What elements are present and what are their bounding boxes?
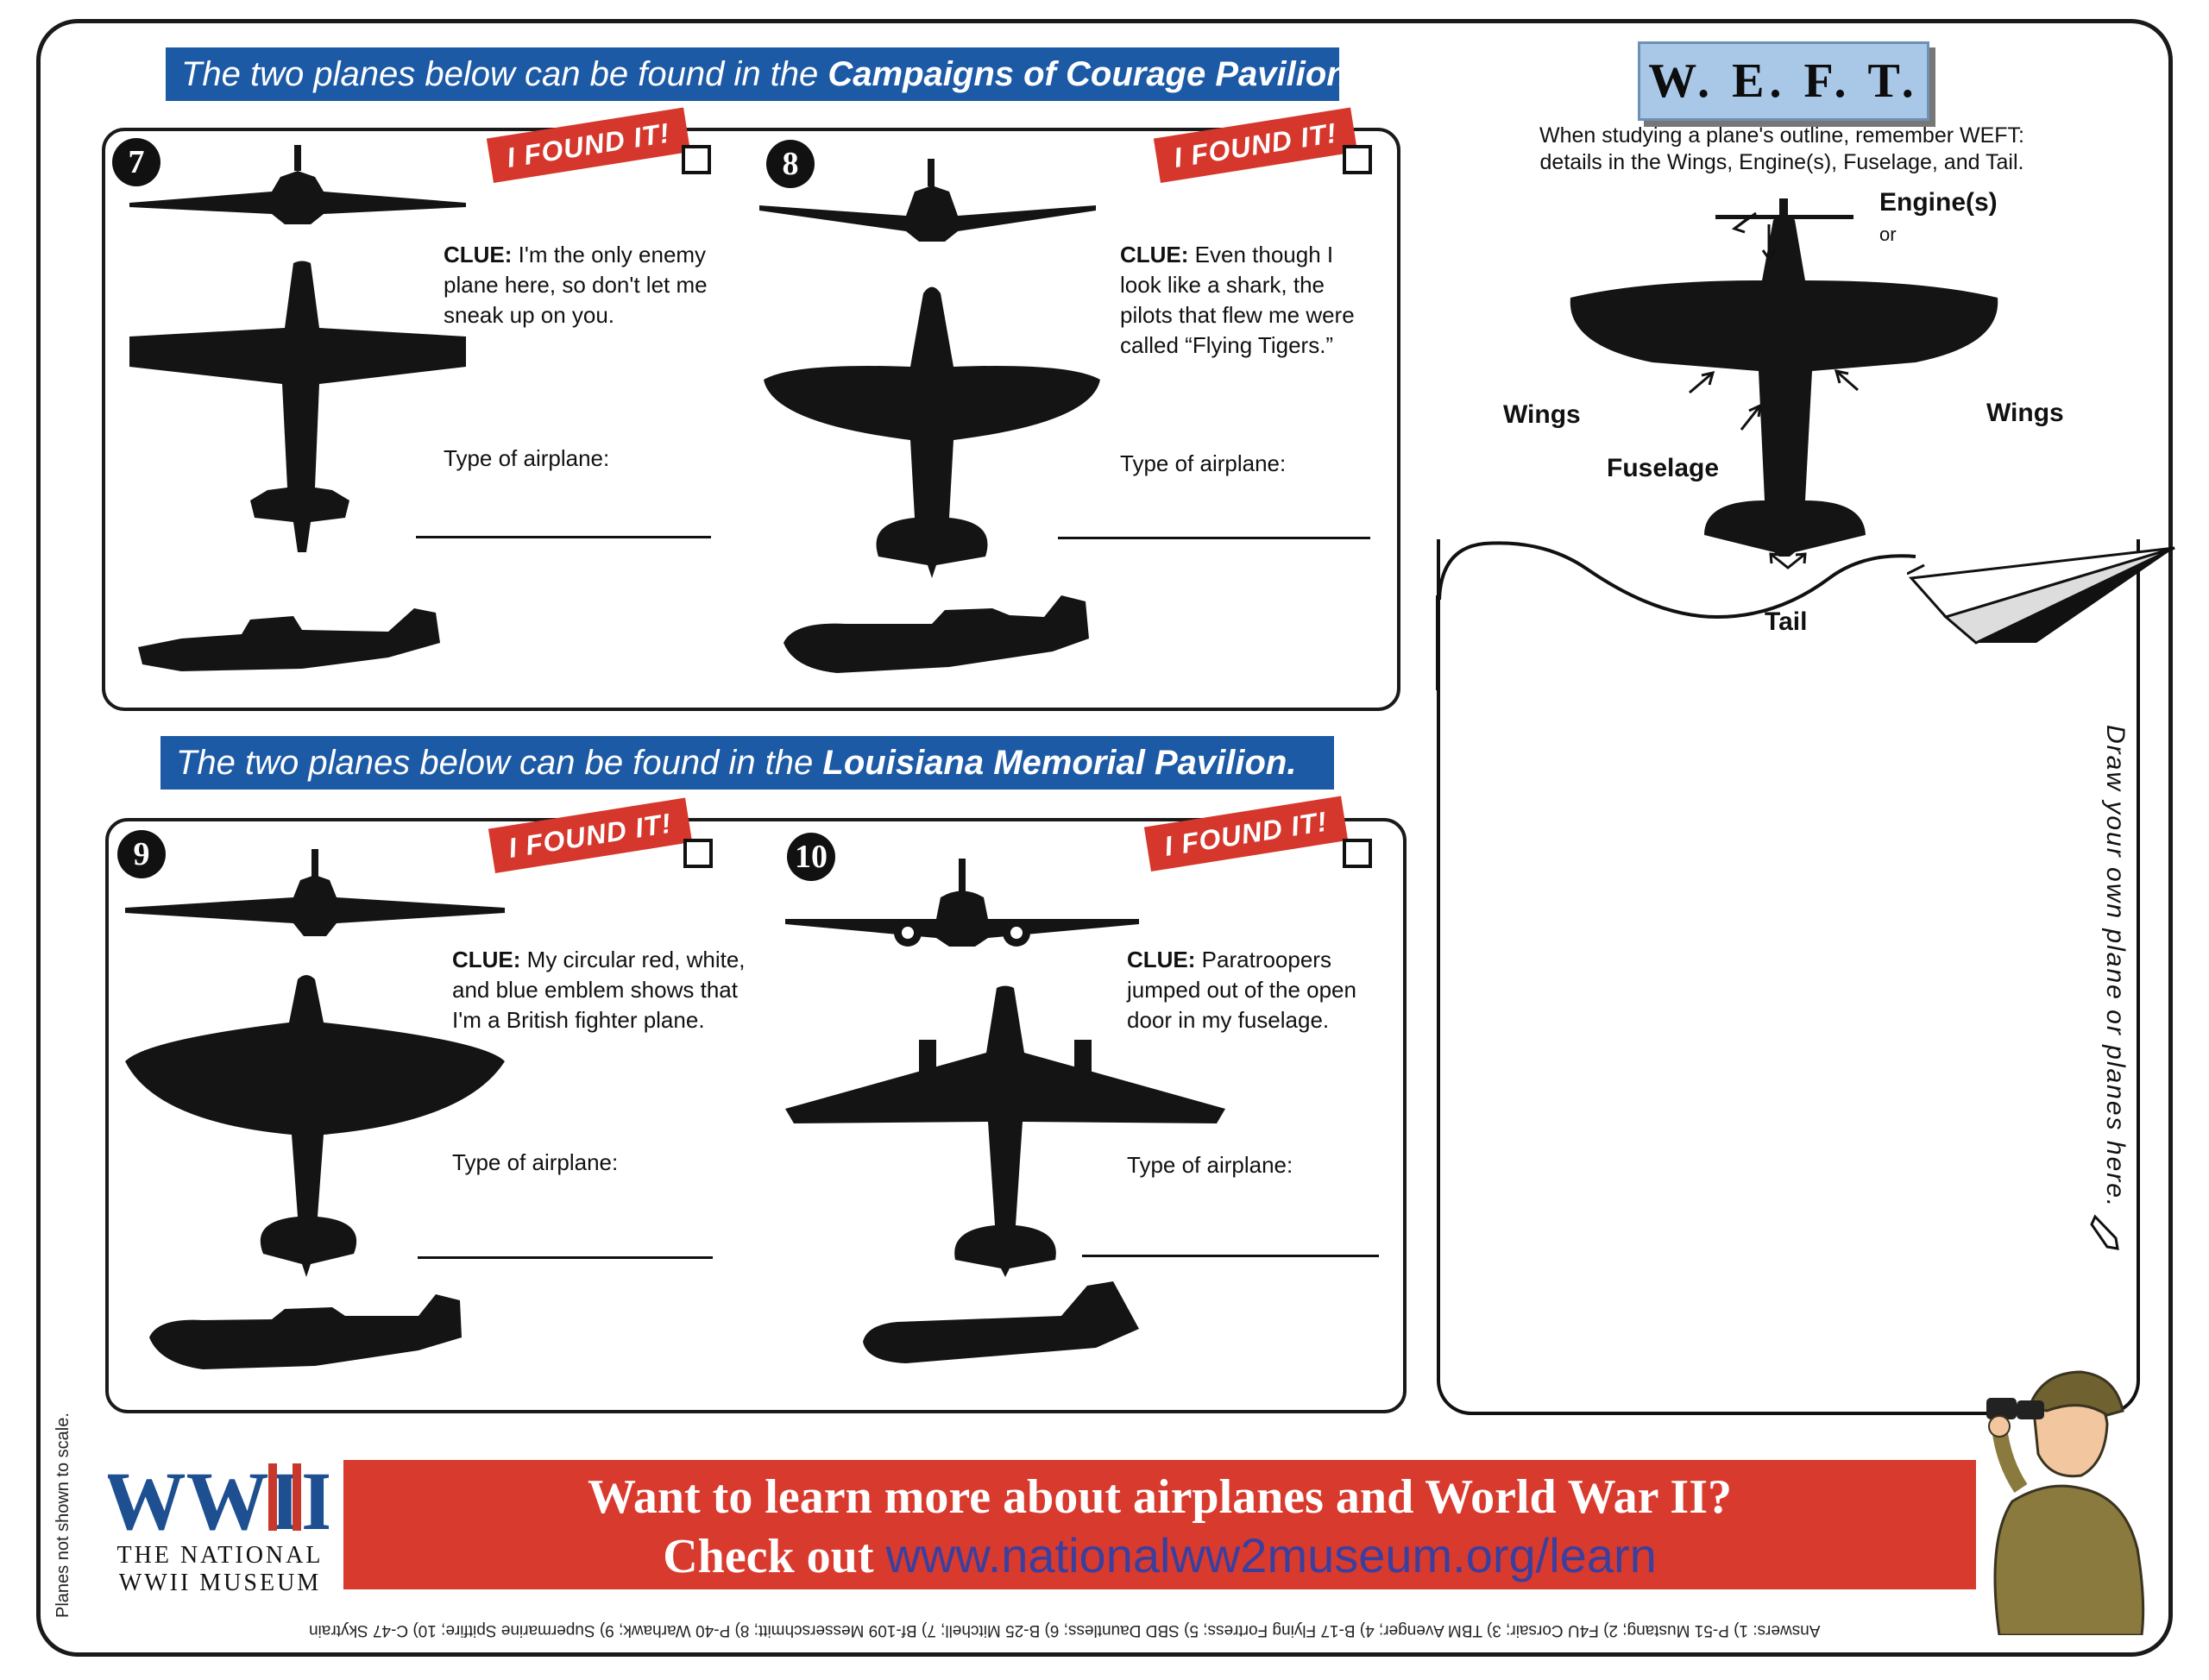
section-banner-campaigns: The two planes below can be found in the…: [166, 47, 1357, 101]
plane-number-8: 8: [766, 140, 815, 188]
weft-diagram-silhouette: [1570, 198, 1998, 557]
plane-8-answer-line[interactable]: [1058, 537, 1370, 539]
footer-line2: Check out www.nationalww2museum.org/lear…: [663, 1528, 1657, 1583]
weft-description: When studying a plane's outline, remembe…: [1539, 123, 2024, 174]
pencil-icon: [2090, 1214, 2119, 1250]
draw-prompt-text: Draw your own plane or planes here.: [2101, 725, 2130, 1209]
plane-8-type-label: Type of airplane:: [1120, 450, 1287, 476]
found-it-checkbox-8[interactable]: [1343, 145, 1372, 174]
weft-diagram-arrows: [1689, 211, 1859, 569]
paper-airplane-icon: [1907, 546, 2175, 645]
plane-9-side-silhouette: [149, 1294, 462, 1369]
museum-learn-link[interactable]: www.nationalww2museum.org/learn: [885, 1528, 1657, 1582]
plane-8-front-silhouette: [759, 159, 1096, 242]
footer-banner: Want to learn more about airplanes and W…: [343, 1460, 1976, 1589]
answer-key-upside-down: Answers: 1) P-51 Mustang; 2) F4U Corsair…: [309, 1621, 1821, 1639]
plane-10-type-label: Type of airplane:: [1127, 1152, 1293, 1178]
plane-9-top-silhouette: [125, 975, 505, 1277]
scale-note: Planes not shown to scale.: [53, 1413, 72, 1618]
plane-number-10: 10: [787, 833, 835, 881]
found-it-checkbox-9[interactable]: [683, 839, 713, 868]
plane-10-front-silhouette: [785, 859, 1139, 947]
footer-line1: Want to learn more about airplanes and W…: [587, 1470, 1733, 1524]
plane-9-type-label: Type of airplane:: [452, 1149, 619, 1175]
plane-10-side-silhouette: [863, 1281, 1139, 1363]
museum-logo: WWII THE NATIONAL WWII MUSEUM: [104, 1455, 334, 1597]
found-it-checkbox-7[interactable]: [682, 145, 711, 174]
soldier-binoculars-illustration: [1986, 1370, 2145, 1635]
plane-10-clue: CLUE: Paratroopers jumped out of the ope…: [1127, 947, 1356, 1033]
plane-10-top-silhouette: [785, 985, 1225, 1277]
logo-line1: THE NATIONAL: [116, 1542, 324, 1569]
weft-wings-right-label: Wings: [1986, 399, 2064, 427]
plane-7-clue: CLUE: I'm the only enemy plane here, so …: [444, 242, 708, 328]
section-banner-louisiana: The two planes below can be found in the…: [160, 736, 1334, 790]
plane-panel-top: [102, 128, 1400, 711]
plane-7-type-label: Type of airplane:: [444, 445, 610, 471]
weft-wings-left-label: Wings: [1503, 400, 1581, 429]
plane-7-top-silhouette: [129, 261, 466, 552]
plane-9-answer-line[interactable]: [418, 1256, 713, 1259]
worksheet-border: [36, 19, 2173, 1657]
weft-fuselage-label: Fuselage: [1607, 454, 1720, 482]
plane-10-answer-line[interactable]: [1082, 1255, 1379, 1257]
plane-8-side-silhouette: [784, 595, 1089, 673]
logo-line2: WWII MUSEUM: [118, 1570, 322, 1596]
weft-or-label: or: [1879, 223, 1897, 245]
plane-7-front-silhouette: [129, 145, 466, 224]
weft-engine-label: Engine(s): [1879, 188, 1998, 217]
plane-9-clue: CLUE: My circular red, white, and blue e…: [452, 947, 746, 1033]
plane-number-7: 7: [112, 138, 160, 186]
wwii-logo-mark: WWII: [104, 1455, 334, 1547]
plane-8-clue: CLUE: Even though I look like a shark, t…: [1120, 242, 1355, 358]
found-it-checkbox-10[interactable]: [1343, 839, 1372, 868]
weft-tail-label: Tail: [1765, 607, 1808, 636]
weft-title: W. E. F. T.: [1638, 41, 1929, 121]
plane-7-side-silhouette: [138, 608, 440, 671]
plane-number-9: 9: [117, 830, 166, 878]
plane-7-answer-line[interactable]: [416, 536, 711, 538]
plane-8-top-silhouette: [764, 286, 1100, 578]
draw-area[interactable]: [1437, 539, 2140, 1415]
plane-9-front-silhouette: [125, 849, 505, 936]
